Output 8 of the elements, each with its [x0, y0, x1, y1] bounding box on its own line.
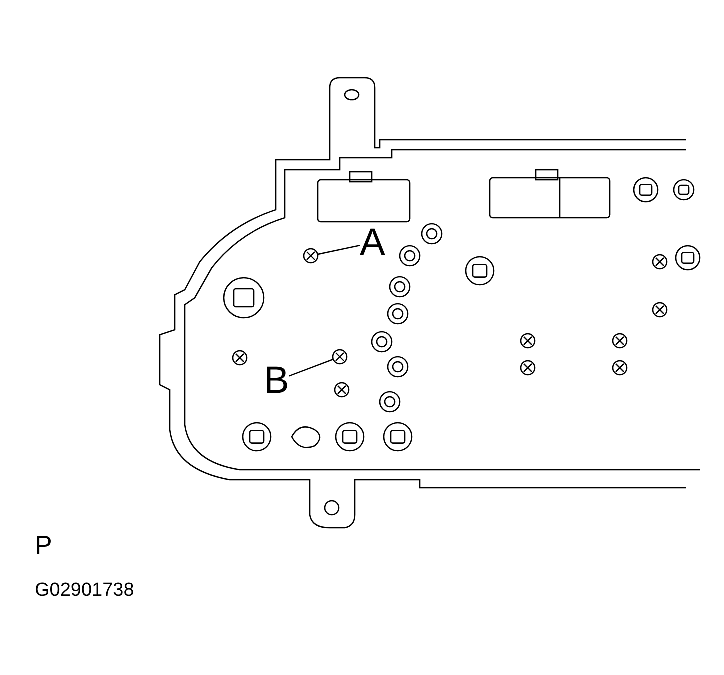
callout-letter: B: [264, 362, 290, 400]
leader-line: [289, 358, 334, 377]
view-label: P: [35, 530, 52, 561]
screw-icon: [303, 248, 319, 264]
callout-letter: A: [360, 224, 386, 262]
leader-line: [318, 245, 360, 256]
figure-code: G02901738: [35, 580, 134, 602]
screw-icon: [332, 349, 348, 365]
